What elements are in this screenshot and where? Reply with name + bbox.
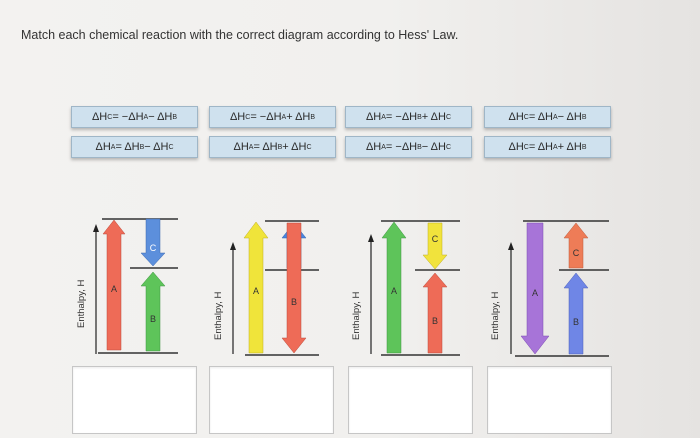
enthalpy-diagram-2: Enthalpy, H A C B <box>213 220 319 356</box>
answer-drop-zone-4[interactable] <box>487 366 612 434</box>
arrow-c <box>563 222 589 269</box>
enthalpy-diagram-3: Enthalpy, H A C B <box>351 220 460 356</box>
arrow-c-label: C <box>150 243 157 253</box>
arrow-c-label: C <box>573 248 580 258</box>
y-axis-arrowhead-icon <box>368 234 374 242</box>
arrow-a <box>381 221 407 354</box>
arrow-a <box>102 219 126 351</box>
y-axis-arrowhead-icon <box>508 242 514 250</box>
y-axis-label: Enthalpy, H <box>76 279 87 328</box>
arrow-c-label: C <box>432 234 439 244</box>
answer-drop-zone-3[interactable] <box>348 366 473 434</box>
arrow-b <box>563 272 589 355</box>
arrow-a-label: A <box>532 288 538 298</box>
arrow-c <box>140 218 166 267</box>
arrow-a <box>243 221 269 354</box>
arrow-a-label: A <box>391 286 397 296</box>
arrow-b <box>140 271 166 352</box>
arrow-a-label: A <box>253 286 259 296</box>
y-axis-arrowhead-icon <box>230 242 236 250</box>
answer-drop-zone-1[interactable] <box>72 366 197 434</box>
arrow-b <box>281 222 307 354</box>
arrow-b-label: B <box>573 317 579 327</box>
enthalpy-diagram-1: Enthalpy, H A C B <box>76 218 178 354</box>
question-text: Match each chemical reaction with the co… <box>21 28 459 42</box>
arrow-a <box>520 222 550 355</box>
enthalpy-diagram-4: Enthalpy, H A C B <box>490 220 609 357</box>
arrow-b-label: B <box>291 297 297 307</box>
y-axis-label: Enthalpy, H <box>351 291 362 340</box>
y-axis-label: Enthalpy, H <box>213 291 224 340</box>
arrow-a-label: A <box>111 284 117 294</box>
arrow-c <box>422 222 448 270</box>
arrow-b-label: B <box>150 314 156 324</box>
arrow-b-label: B <box>432 316 438 326</box>
y-axis-label: Enthalpy, H <box>490 291 501 340</box>
y-axis-arrowhead-icon <box>93 224 99 232</box>
answer-drop-zone-2[interactable] <box>209 366 334 434</box>
arrow-b <box>422 272 448 354</box>
